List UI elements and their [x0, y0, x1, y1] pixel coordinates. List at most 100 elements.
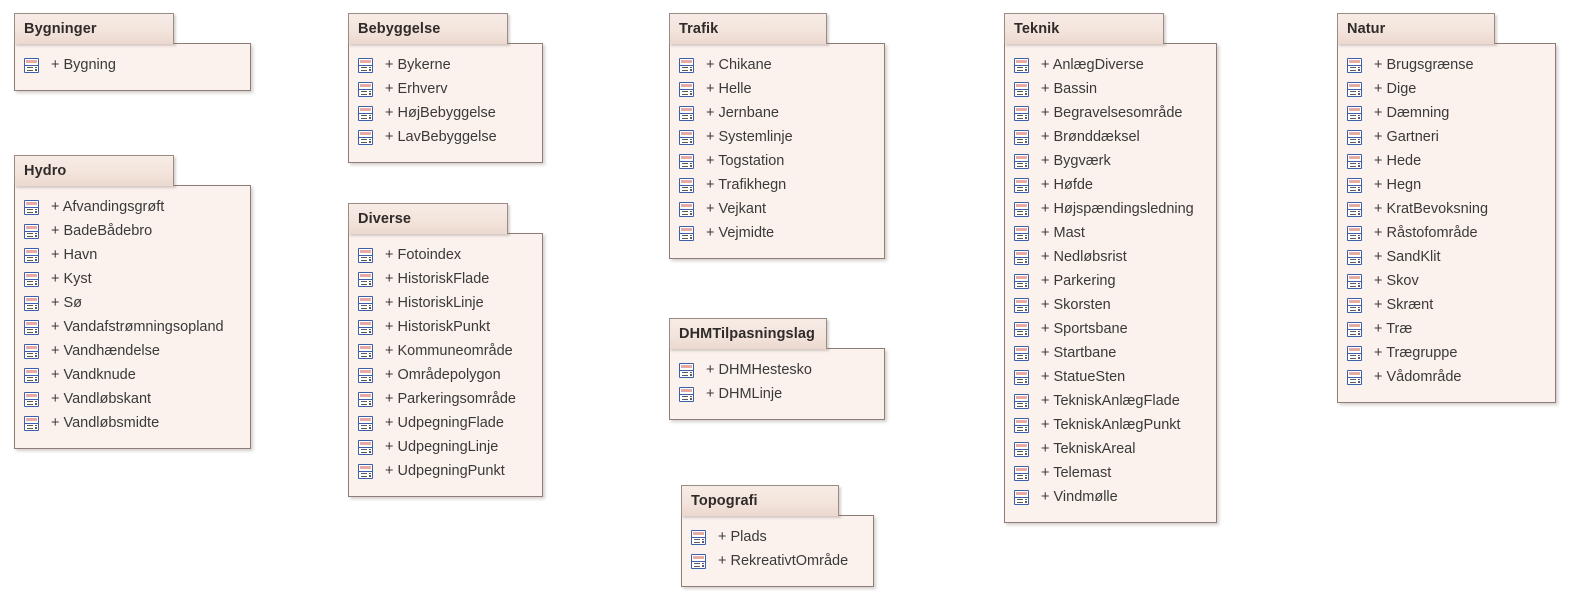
package-member[interactable]: + DHMLinje	[670, 382, 884, 406]
class-name-label: + HistoriskFlade	[385, 270, 490, 287]
package-member[interactable]: + Vandknude	[15, 363, 250, 387]
class-name-label: + Parkeringsområde	[385, 390, 516, 407]
package-member[interactable]: + Vandafstrømningsopland	[15, 315, 250, 339]
package-member[interactable]: + TekniskAnlægPunkt	[1005, 413, 1216, 437]
package-member[interactable]: + DHMHestesko	[670, 358, 884, 382]
package-member[interactable]: + Vindmølle	[1005, 485, 1216, 509]
package-member[interactable]: + StatueSten	[1005, 365, 1216, 389]
uml-package-bebyggelse[interactable]: Bebyggelse + Bykerne+ Erhverv+ HøjBebygge…	[348, 13, 543, 163]
package-member[interactable]: + Begravelsesområde	[1005, 101, 1216, 125]
class-name-label: + TekniskAreal	[1041, 440, 1136, 457]
package-member[interactable]: + Dæmning	[1338, 101, 1555, 125]
package-member[interactable]: + HistoriskLinje	[349, 291, 542, 315]
package-tab-trafik[interactable]: Trafik	[669, 13, 827, 44]
package-member[interactable]: + Vandløbsmidte	[15, 411, 250, 435]
package-member[interactable]: + Træ	[1338, 317, 1555, 341]
uml-package-bygninger[interactable]: Bygninger + Bygning	[14, 13, 251, 91]
package-member[interactable]: + AnlægDiverse	[1005, 53, 1216, 77]
package-member[interactable]: + Højspændingsledning	[1005, 197, 1216, 221]
package-member[interactable]: + HistoriskPunkt	[349, 315, 542, 339]
package-member[interactable]: + Sportsbane	[1005, 317, 1216, 341]
uml-package-trafik[interactable]: Trafik + Chikane+ Helle+ Jernbane+ System…	[669, 13, 885, 259]
package-member[interactable]: + Chikane	[670, 53, 884, 77]
class-name-label: + UdpegningFlade	[385, 414, 504, 431]
package-member[interactable]: + Erhverv	[349, 77, 542, 101]
package-member[interactable]: + LavBebyggelse	[349, 125, 542, 149]
package-member[interactable]: + Vandløbskant	[15, 387, 250, 411]
package-member[interactable]: + Trægruppe	[1338, 341, 1555, 365]
package-member[interactable]: + Nedløbsrist	[1005, 245, 1216, 269]
class-name-label: + Vindmølle	[1041, 488, 1118, 505]
package-tab-natur[interactable]: Natur	[1337, 13, 1495, 44]
package-member[interactable]: + Gartneri	[1338, 125, 1555, 149]
package-member[interactable]: + Trafikhegn	[670, 173, 884, 197]
package-member[interactable]: + Dige	[1338, 77, 1555, 101]
package-member[interactable]: + Hegn	[1338, 173, 1555, 197]
package-member[interactable]: + TekniskAreal	[1005, 437, 1216, 461]
class-icon	[358, 367, 373, 383]
package-member[interactable]: + Telemast	[1005, 461, 1216, 485]
class-name-label: + Telemast	[1041, 464, 1112, 481]
package-tab-topografi[interactable]: Topografi	[681, 485, 839, 516]
package-member[interactable]: + Systemlinje	[670, 125, 884, 149]
package-member[interactable]: + Kommuneområde	[349, 339, 542, 363]
package-member[interactable]: + Høfde	[1005, 173, 1216, 197]
package-member[interactable]: + Hede	[1338, 149, 1555, 173]
package-member[interactable]: + Helle	[670, 77, 884, 101]
uml-package-topografi[interactable]: Topografi + Plads+ RekreativtOmråde	[681, 485, 874, 587]
class-name-label: + Sø	[51, 294, 83, 311]
package-member[interactable]: + Kyst	[15, 267, 250, 291]
package-member[interactable]: + Vandhændelse	[15, 339, 250, 363]
package-member[interactable]: + Jernbane	[670, 101, 884, 125]
package-member[interactable]: + Sø	[15, 291, 250, 315]
package-member[interactable]: + HøjBebyggelse	[349, 101, 542, 125]
package-member[interactable]: + Parkering	[1005, 269, 1216, 293]
class-name-label: + Hegn	[1374, 176, 1422, 193]
package-member[interactable]: + Bykerne	[349, 53, 542, 77]
package-member[interactable]: + TekniskAnlægFlade	[1005, 389, 1216, 413]
class-name-label: + Brugsgrænse	[1374, 56, 1474, 73]
package-member[interactable]: + Vejkant	[670, 197, 884, 221]
package-member[interactable]: + Startbane	[1005, 341, 1216, 365]
package-member[interactable]: + Fotoindex	[349, 243, 542, 267]
package-tab-teknik[interactable]: Teknik	[1004, 13, 1164, 44]
package-member[interactable]: + UdpegningLinje	[349, 435, 542, 459]
package-member[interactable]: + Bygværk	[1005, 149, 1216, 173]
package-member[interactable]: + Bassin	[1005, 77, 1216, 101]
package-member[interactable]: + Vejmidte	[670, 221, 884, 245]
uml-package-teknik[interactable]: Teknik + AnlægDiverse+ Bassin+ Begravelse…	[1004, 13, 1217, 523]
package-member[interactable]: + UdpegningPunkt	[349, 459, 542, 483]
package-member[interactable]: + Skrænt	[1338, 293, 1555, 317]
package-member[interactable]: + Plads	[682, 525, 873, 549]
package-member[interactable]: + UdpegningFlade	[349, 411, 542, 435]
package-member[interactable]: + Brønddæksel	[1005, 125, 1216, 149]
package-member[interactable]: + Områdepolygon	[349, 363, 542, 387]
package-tab-dhmtilpasningslag[interactable]: DHMTilpasningslag	[669, 318, 827, 349]
package-tab-bygninger[interactable]: Bygninger	[14, 13, 174, 44]
uml-package-hydro[interactable]: Hydro + Afvandingsgrøft+ BadeBådebro+ Hav…	[14, 155, 251, 449]
package-member[interactable]: + Råstofområde	[1338, 221, 1555, 245]
package-member[interactable]: + Afvandingsgrøft	[15, 195, 250, 219]
package-member[interactable]: + Mast	[1005, 221, 1216, 245]
package-member[interactable]: + SandKlit	[1338, 245, 1555, 269]
package-member[interactable]: + BadeBådebro	[15, 219, 250, 243]
uml-package-dhmtilpasningslag[interactable]: DHMTilpasningslag + DHMHestesko+ DHMLinje	[669, 318, 885, 420]
package-tab-hydro[interactable]: Hydro	[14, 155, 174, 186]
package-tab-diverse[interactable]: Diverse	[348, 203, 508, 234]
package-member[interactable]: + Bygning	[15, 53, 250, 77]
package-member[interactable]: + Vådområde	[1338, 365, 1555, 389]
package-member[interactable]: + Skorsten	[1005, 293, 1216, 317]
class-icon	[358, 319, 373, 335]
package-member[interactable]: + Havn	[15, 243, 250, 267]
package-member[interactable]: + Togstation	[670, 149, 884, 173]
package-member[interactable]: + HistoriskFlade	[349, 267, 542, 291]
uml-package-diverse[interactable]: Diverse + Fotoindex + HistoriskFlade + Hist…	[348, 203, 543, 497]
package-member[interactable]: + Skov	[1338, 269, 1555, 293]
uml-package-natur[interactable]: Natur + Brugsgrænse + Dige+ Dæmning+ Gartn…	[1337, 13, 1556, 403]
package-member[interactable]: + KratBevoksning	[1338, 197, 1555, 221]
package-member[interactable]: + Parkeringsområde	[349, 387, 542, 411]
package-member[interactable]: + Brugsgrænse	[1338, 53, 1555, 77]
class-name-label: + SandKlit	[1374, 248, 1441, 265]
package-tab-bebyggelse[interactable]: Bebyggelse	[348, 13, 508, 44]
package-member[interactable]: + RekreativtOmråde	[682, 549, 873, 573]
